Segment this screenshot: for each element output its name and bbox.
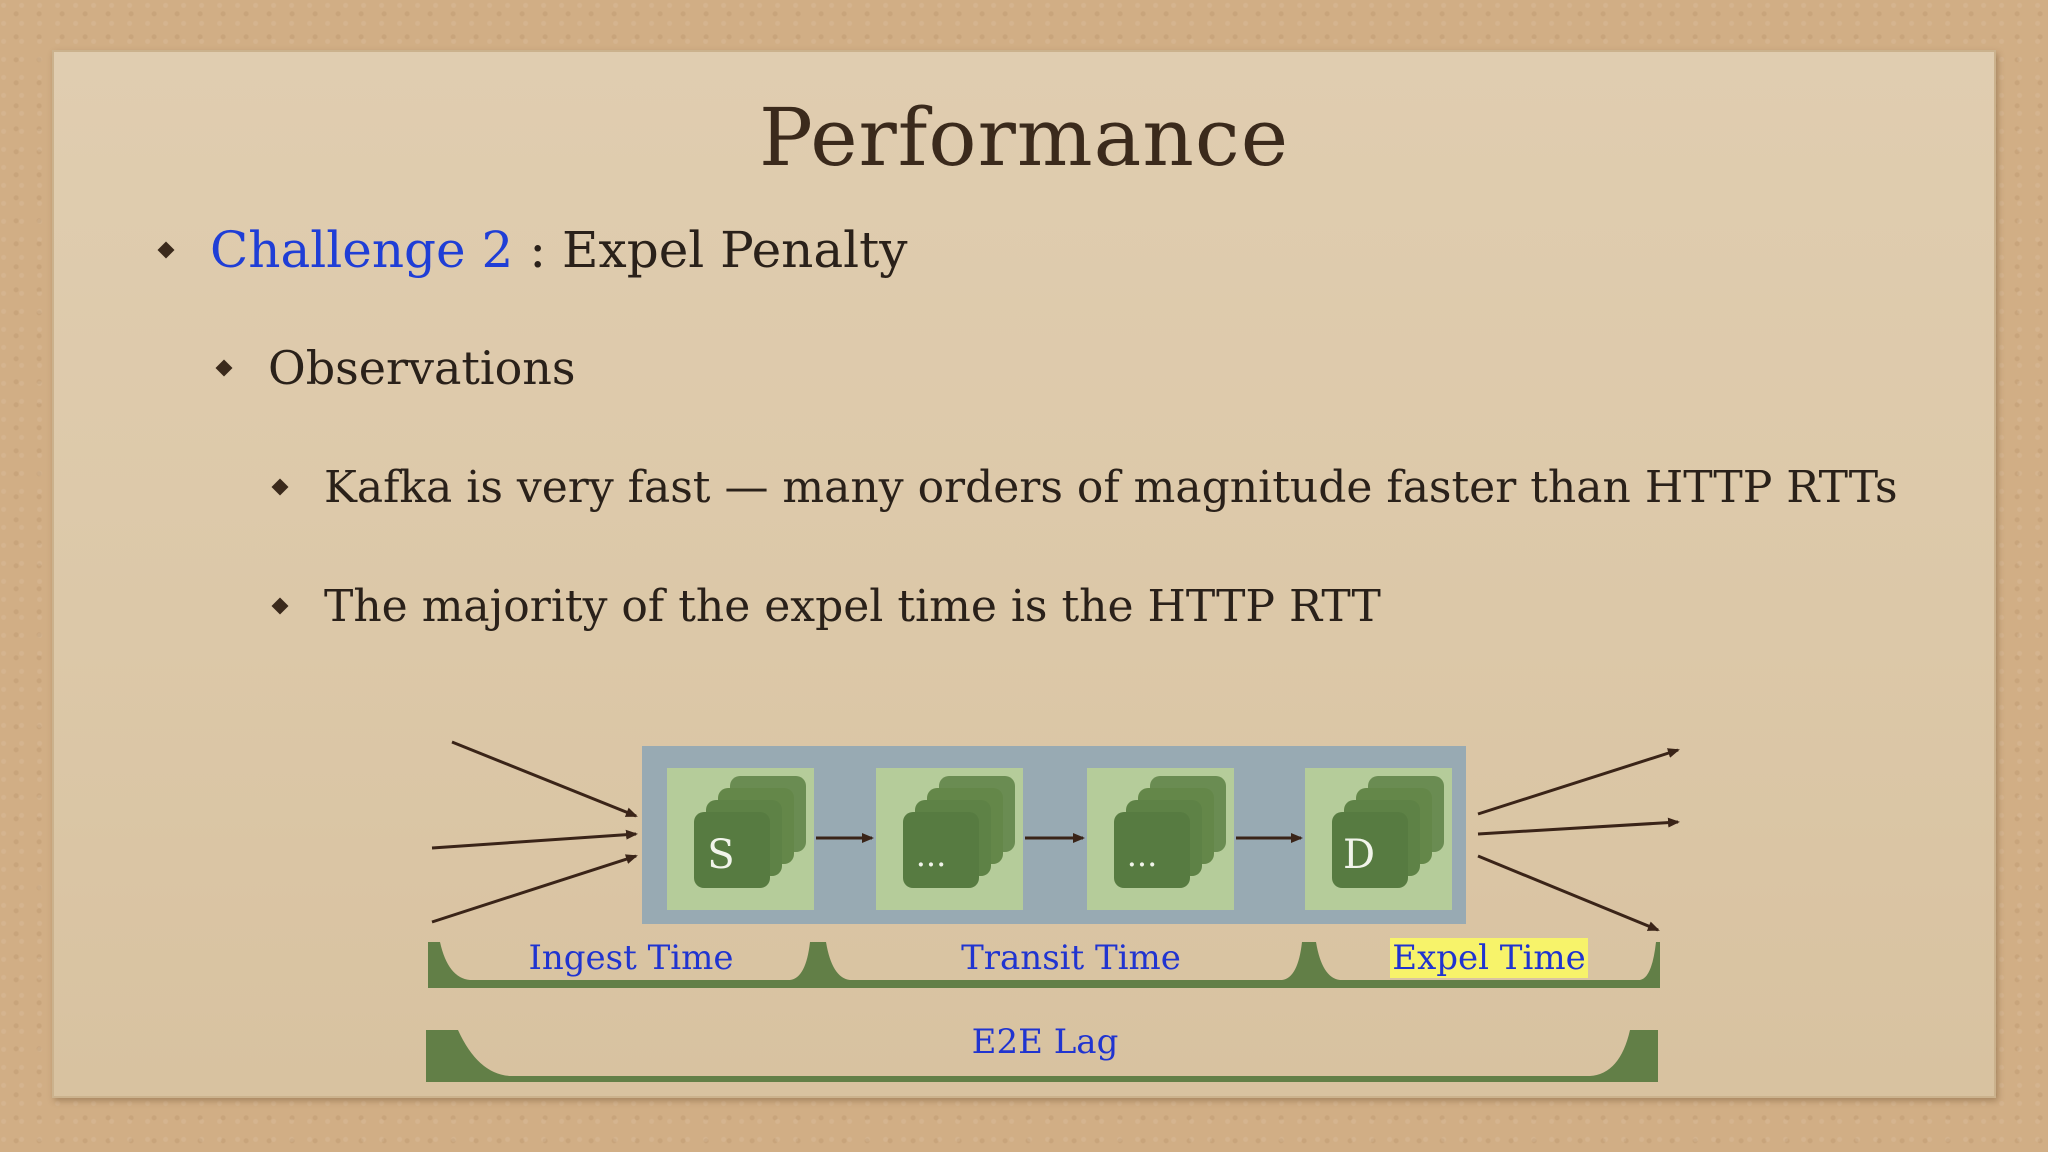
incoming-arrows: [431, 740, 638, 924]
e2e-bracket: [426, 1030, 1658, 1082]
stage-label: D: [1343, 832, 1375, 878]
bullet-text: Kafka is very fast — many orders of magn…: [324, 461, 1898, 513]
bullet-observations: Observations: [215, 336, 576, 400]
stage-label: ...: [1127, 836, 1158, 874]
e2e-lag-label: E2E Lag: [971, 1022, 1119, 1062]
stage-label: S: [707, 832, 734, 878]
stage-d: D: [1305, 768, 1452, 910]
slide-title: Performance: [758, 91, 1290, 184]
stage-middle-1: ...: [876, 768, 1023, 910]
incoming-arrow: [431, 829, 638, 850]
outgoing-arrow: [1477, 817, 1680, 836]
bullet-challenge: Challenge 2 : Expel Penalty: [157, 218, 908, 282]
ingest-time-label: Ingest Time: [528, 938, 734, 978]
incoming-arrow: [451, 740, 638, 818]
outgoing-arrow: [1477, 748, 1680, 816]
phase-brackets: [426, 942, 1660, 1082]
bullet-kafka-fast: Kafka is very fast — many orders of magn…: [271, 455, 1898, 519]
stage-middle-2: ...: [1087, 768, 1234, 910]
challenge-rest: : Expel Penalty: [513, 221, 908, 279]
stage-label: ...: [916, 836, 947, 874]
bullet-text: The majority of the expel time is the HT…: [324, 580, 1381, 632]
transit-bracket: [818, 942, 1308, 988]
ingest-bracket: [428, 942, 818, 988]
outgoing-arrows: [1477, 748, 1680, 932]
expel-bracket: [1308, 942, 1660, 988]
challenge-label: Challenge 2: [210, 221, 514, 279]
incoming-arrow: [431, 854, 638, 924]
expel-time-highlight: Expel Time: [1390, 938, 1588, 978]
bullet-expel-majority: The majority of the expel time is the HT…: [271, 574, 1381, 638]
stage-s: S: [667, 768, 814, 910]
expel-time-label: Expel Time: [1384, 938, 1594, 978]
bullet-text: Challenge 2 : Expel Penalty: [210, 221, 908, 279]
transit-time-label: Transit Time: [961, 938, 1181, 978]
outgoing-arrow: [1477, 854, 1660, 932]
bullet-text: Observations: [268, 341, 576, 395]
